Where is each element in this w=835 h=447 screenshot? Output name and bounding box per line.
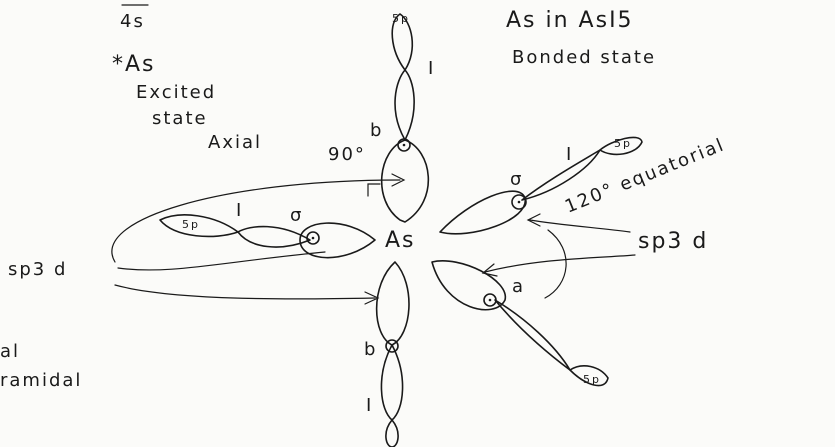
label-5p-left: 5p xyxy=(182,218,200,231)
label-5p-upper-right: 5p xyxy=(614,137,632,150)
overlap-dot-left xyxy=(306,231,320,245)
label-i-upper-right: I xyxy=(566,144,573,165)
label-as-excited: *As xyxy=(112,52,156,77)
equatorial-lower-right-orbital: 5p a xyxy=(431,260,609,387)
equatorial-left-orbital: 5p I σ xyxy=(159,200,376,259)
equatorial-upper-right-orbital: 5p I σ xyxy=(439,136,643,235)
arrows xyxy=(111,173,636,305)
label-state: state xyxy=(152,108,208,129)
overlap-dot-bottom xyxy=(385,339,399,353)
arrow-left-to-bottom xyxy=(114,284,376,300)
label-sp3d-right: sp3 d xyxy=(638,229,708,254)
overlap-dot-top xyxy=(397,138,411,152)
label-5p-lower-right: 5p xyxy=(583,373,601,386)
label-5p-top: 5p xyxy=(392,12,410,25)
label-a-lower-right: a xyxy=(512,276,525,297)
arrow-left-to-left xyxy=(117,251,326,271)
center-atom-as: As xyxy=(385,228,416,253)
label-sigma-left: σ xyxy=(290,205,303,226)
label-axial: Axial xyxy=(208,132,262,153)
label-excited: Excited xyxy=(136,82,216,103)
arrow-right-to-lower xyxy=(484,254,636,273)
axial-top-orbital: 5p I b xyxy=(370,12,435,223)
arrow-left-to-top xyxy=(111,179,401,263)
overlap-dot-lower-right xyxy=(483,293,497,307)
label-partial-al: al xyxy=(0,341,20,362)
label-partial-ramidal: ramidal xyxy=(0,370,82,391)
label-sp3d-left: sp3 d xyxy=(8,259,67,280)
title-line-1: As in AsI5 xyxy=(506,8,634,33)
label-i-top: I xyxy=(428,58,435,79)
label-angle-90: 90° xyxy=(328,144,366,165)
arrow-curve-between xyxy=(544,229,567,299)
label-angle-120-equatorial: 120° equatorial xyxy=(562,134,728,217)
label-i-bottom: I xyxy=(366,395,373,416)
arrow-right-to-upper xyxy=(529,219,631,233)
label-b-bottom: b xyxy=(364,339,377,360)
label-b-top: b xyxy=(370,120,383,141)
label-sigma-upper-right: σ xyxy=(510,169,523,190)
label-i-left: I xyxy=(236,200,243,221)
label-4s: 4s xyxy=(120,11,145,32)
title-line-2: Bonded state xyxy=(512,47,656,68)
overlap-dot-upper-right xyxy=(511,194,527,210)
axial-bottom-orbital: b I xyxy=(364,261,410,447)
